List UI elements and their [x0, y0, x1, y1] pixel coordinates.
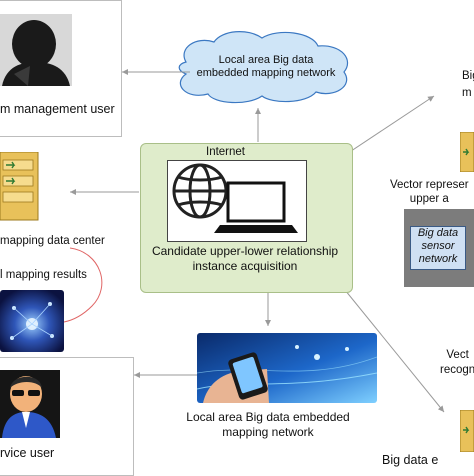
bottom-network-label: Local area Big data embedded mapping net… [186, 410, 350, 439]
user-silhouette-icon [0, 14, 72, 86]
data-center-label: mapping data center [0, 235, 105, 247]
results-curve [63, 247, 103, 323]
internet-label: Internet [206, 146, 245, 158]
center-caption: Candidate upper-lower relationship insta… [151, 244, 339, 273]
right-folder-icon-top [460, 132, 474, 172]
smartphone-network-photo [197, 333, 377, 403]
user-sunglasses-icon [0, 370, 60, 438]
server-folder-icon [0, 152, 39, 221]
right-folder-icon-bottom [460, 410, 474, 452]
management-user-label: m management user [0, 102, 115, 116]
globe-laptop-icon [172, 163, 298, 233]
arrow-center-to-right-bottom [344, 289, 445, 413]
right-top-label: Big m [462, 70, 474, 99]
right-vector-label: Vector represer upper a [390, 179, 469, 205]
mapping-results-label: l mapping results [0, 269, 87, 281]
right-bottom-label: Big data e [382, 453, 439, 467]
sensor-network-label: Big data sensor network [417, 227, 459, 265]
service-user-label: rvice user [0, 446, 55, 460]
cloud-shape [178, 31, 349, 104]
cloud-label: Local area Big data embedded mapping net… [196, 54, 336, 79]
sensor-network-box [410, 226, 466, 270]
right-recog-label: Vect recogn [440, 349, 474, 376]
network-photo-icon [0, 290, 64, 352]
